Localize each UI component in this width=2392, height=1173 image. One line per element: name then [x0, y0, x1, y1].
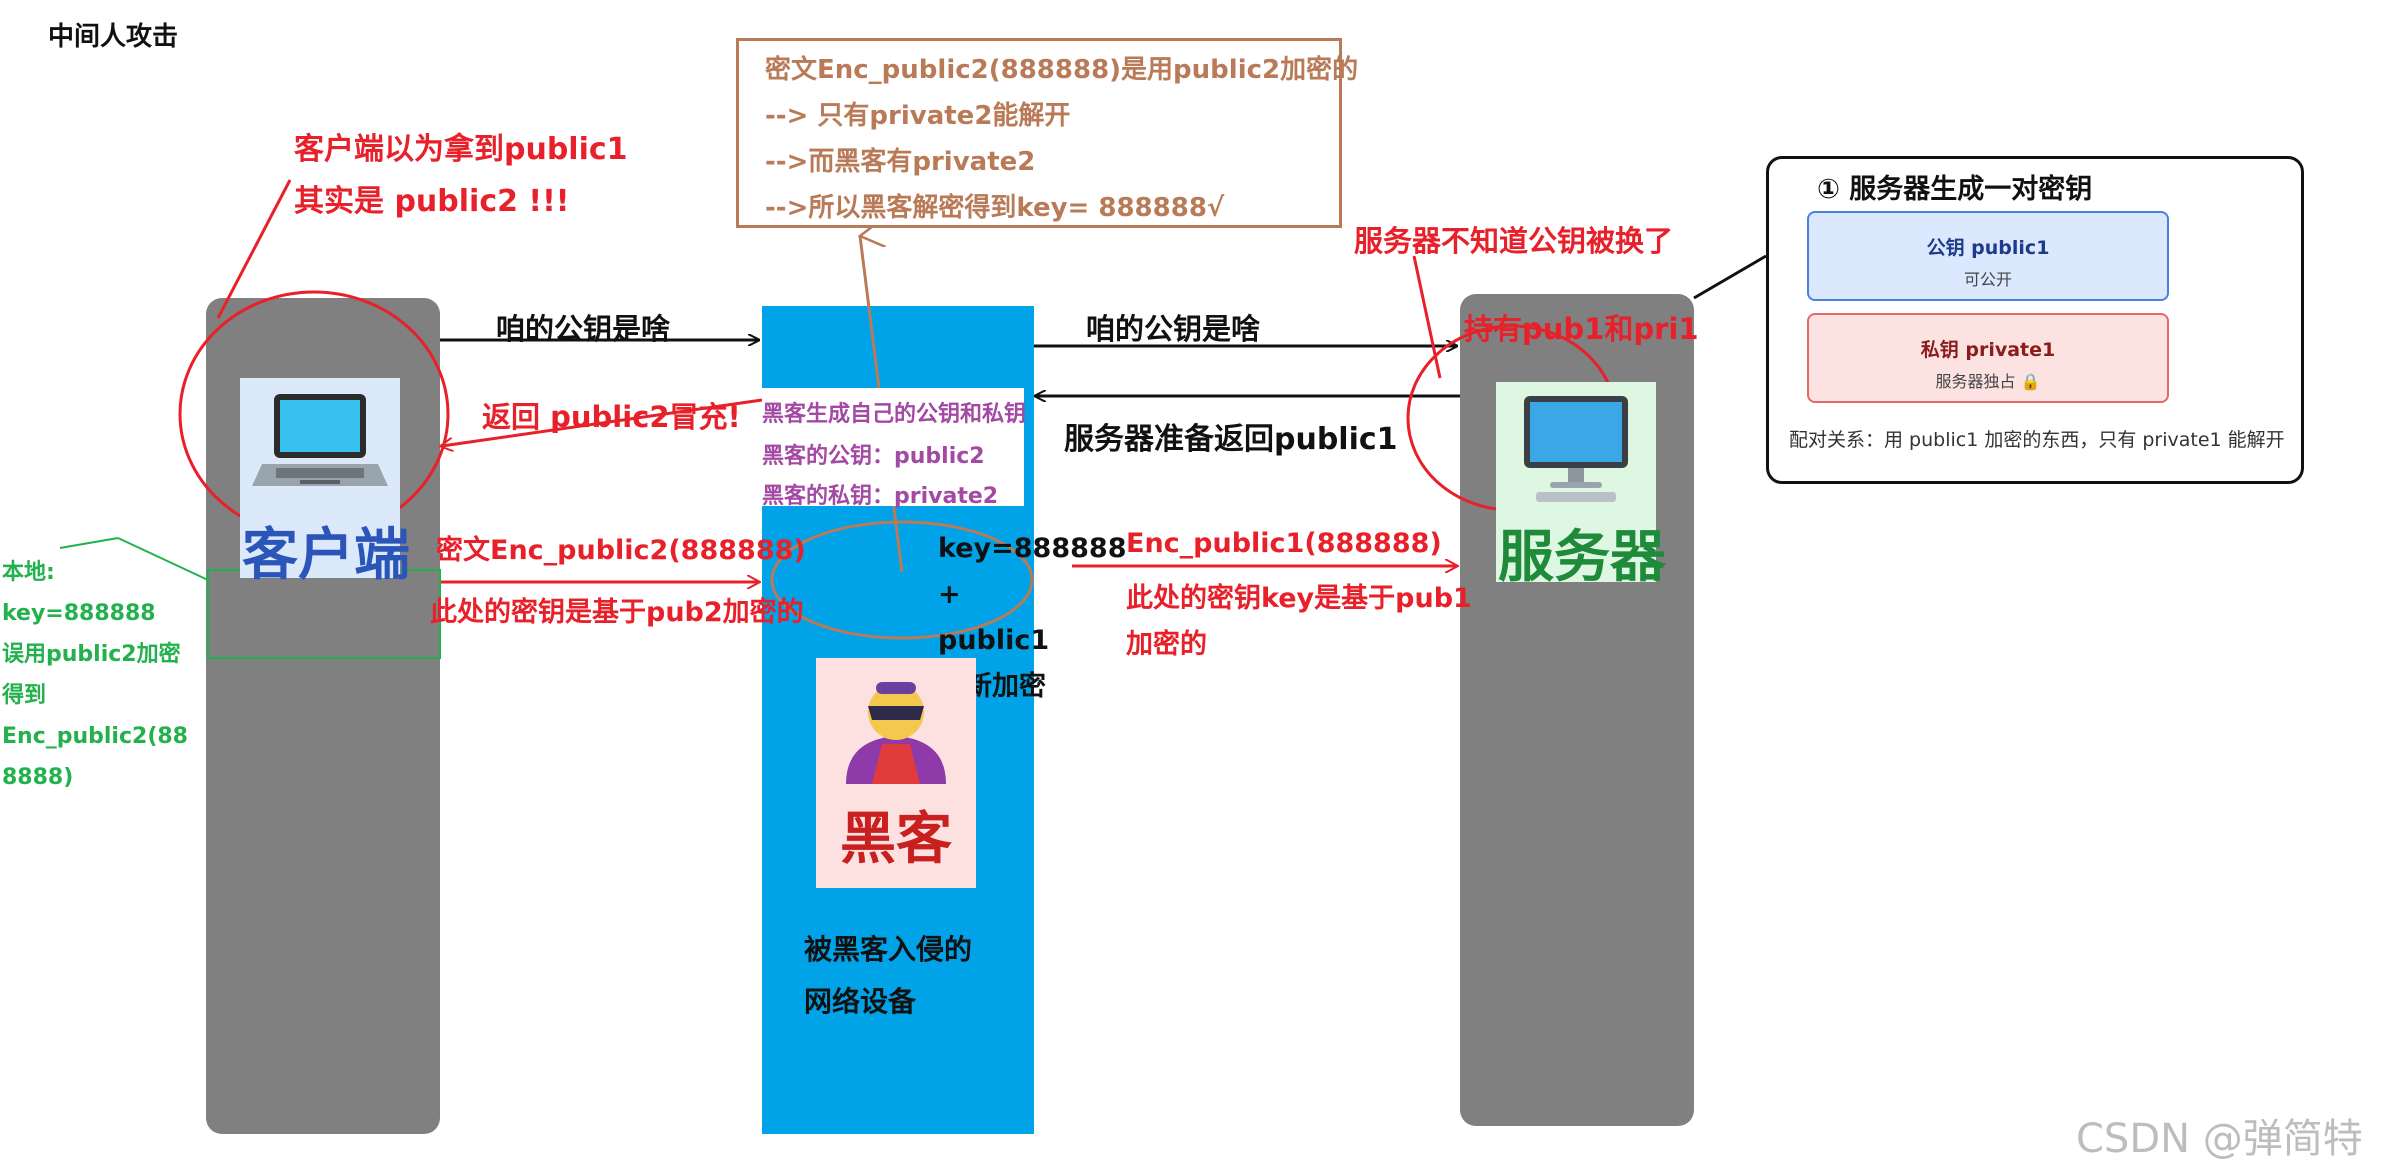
reencrypt-line: public1	[938, 625, 1050, 656]
local-note-line: Enc_public2(88	[2, 724, 188, 749]
local-note-pointer-tip	[59, 537, 119, 549]
cipher-left-note: 此处的密钥是基于pub2加密的	[430, 597, 804, 628]
server-unaware-label: 服务器不知道公钥被换了	[1354, 224, 1674, 258]
hacker-icon-tile	[816, 658, 976, 888]
private-key-note: 服务器独占 🔒	[1935, 372, 2041, 391]
laptop-icon	[252, 394, 388, 486]
client-local-note: 本地: key=888888 误用public2加密 得到 Enc_public…	[2, 552, 188, 798]
hacker-caption-line: 网络设备	[804, 985, 917, 1018]
reencrypt-line: +	[938, 579, 961, 610]
server-holds-label: 持有pub1和pri1	[1464, 312, 1699, 346]
local-note-line: 8888)	[2, 765, 74, 790]
server-label: 服务器	[1498, 525, 1666, 590]
callout-line: 密文Enc_public2(888888)是用public2加密的	[765, 55, 1359, 85]
client-belief-line1: 客户端以为拿到public1	[294, 132, 628, 167]
server-return-label: 服务器准备返回public1	[1064, 422, 1398, 457]
local-note-pointer	[117, 537, 209, 581]
diagram-title: 中间人攻击	[48, 22, 179, 52]
fake-return-arrow	[442, 398, 763, 446]
local-note-line: 误用public2加密	[2, 642, 181, 667]
client-label: 客户端	[242, 523, 410, 588]
local-note-line: key=888888	[2, 601, 156, 626]
hacker-caption-line: 被黑客入侵的	[804, 933, 973, 966]
private-key-box: 私钥 private1 服务器独占 🔒	[1807, 313, 2169, 403]
local-note-line: 本地:	[2, 560, 55, 585]
callout-line: -->而黑客有private2	[765, 147, 1036, 177]
public-key-box: 公钥 public1 可公开	[1807, 211, 2169, 301]
callout-line: --> 只有private2能解开	[765, 101, 1071, 131]
hacker-public-key: 黑客的公钥：public2	[762, 444, 985, 469]
hacker-decrypt-ellipse	[770, 520, 1034, 640]
public-key-note: 可公开	[1963, 270, 2012, 289]
client-belief-pointer	[216, 179, 292, 319]
cipher-right-label: Enc_public1(888888)	[1126, 528, 1442, 559]
server-icon-tile	[1496, 382, 1656, 582]
hacker-generates-label: 黑客生成自己的公钥和私钥	[762, 402, 1027, 427]
private-key-name: 私钥 private1	[1920, 339, 2056, 361]
keypair-card-title: ① 服务器生成一对密钥	[1817, 174, 2093, 205]
hacker-caption: 被黑客入侵的 网络设备	[804, 924, 972, 1028]
watermark: CSDN @弹简特	[2076, 1116, 2363, 1162]
desktop-computer-icon	[1524, 396, 1628, 502]
hacker-key-panel	[762, 388, 1024, 506]
local-note-line: 得到	[2, 683, 47, 708]
client-belief-line2: 其实是 public2 !!!	[294, 184, 570, 219]
hacker-label: 黑客	[840, 807, 952, 872]
server-unaware-pointer	[1412, 255, 1442, 379]
ask-label-left: 咱的公钥是啥	[496, 312, 671, 346]
public-key-name: 公钥 public1	[1926, 237, 2050, 259]
decrypt-callout: 密文Enc_public2(888888)是用public2加密的 --> 只有…	[736, 38, 1358, 228]
fake-return-label: 返回 public2冒充!	[482, 400, 741, 434]
hacker-private-key: 黑客的私钥：private2	[762, 484, 999, 509]
cipher-left-label: 密文Enc_public2(888888)	[436, 535, 806, 566]
keypair-relation: 配对关系：用 public1 加密的东西，只有 private1 能解开	[1789, 429, 2285, 451]
callout-line: -->所以黑客解密得到key= 888888√	[765, 193, 1225, 223]
reencrypt-line: key=888888	[938, 533, 1127, 564]
cipher-right-note-1: 此处的密钥key是基于pub1	[1126, 583, 1472, 614]
hacker-icon	[846, 682, 946, 784]
client-icon-tile	[240, 378, 400, 578]
ask-label-right: 咱的公钥是啥	[1086, 312, 1261, 346]
server-card-connector	[1693, 254, 1767, 300]
server-keypair-card: ① 服务器生成一对密钥 公钥 public1 可公开 私钥 private1 服…	[1766, 156, 2304, 484]
cipher-right-note-2: 加密的	[1126, 629, 1207, 660]
